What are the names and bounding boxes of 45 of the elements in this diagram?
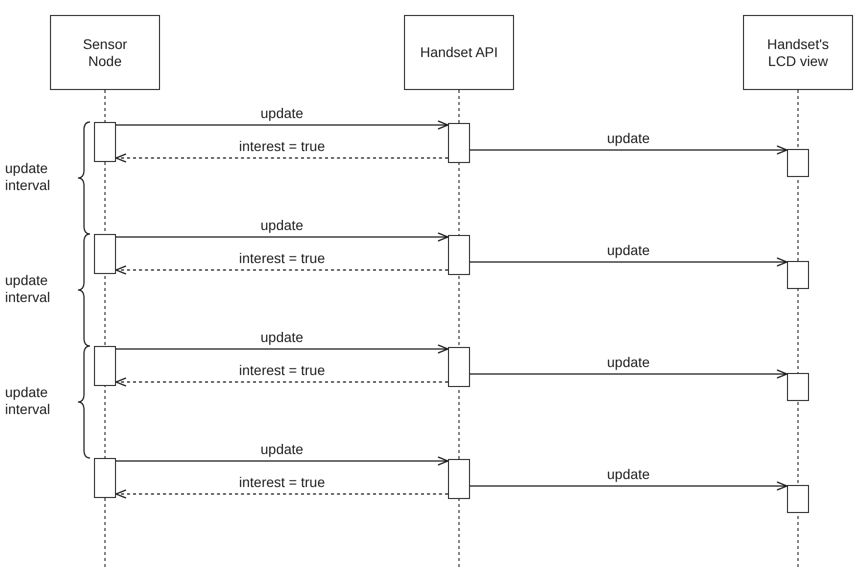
edge-label: interest = true — [237, 362, 327, 378]
bracket-label: update interval — [5, 272, 52, 306]
participant-box — [404, 15, 514, 90]
activation-bar — [448, 459, 470, 499]
edge-label: interest = true — [237, 250, 327, 266]
arrow — [470, 257, 788, 267]
arrow — [470, 481, 788, 491]
edge-label: interest = true — [237, 138, 327, 154]
activation-bar — [787, 373, 809, 401]
participant-label: Handset API — [419, 44, 499, 61]
participant-label: Sensor Node — [82, 36, 128, 70]
arrow — [470, 369, 788, 379]
participant-label: Handset's LCD view — [766, 36, 830, 70]
return-arrow — [115, 489, 448, 499]
bracket-label: update interval — [5, 160, 52, 194]
arrow — [116, 456, 449, 466]
activation-bar — [94, 458, 116, 498]
participant-box — [50, 15, 160, 90]
activation-bar — [787, 261, 809, 289]
return-arrow — [115, 377, 448, 387]
bracket-label: update interval — [5, 384, 52, 418]
edge-label: update — [258, 105, 306, 121]
return-arrow — [115, 153, 448, 163]
participant-box — [743, 15, 853, 90]
activation-bar — [448, 235, 470, 275]
activation-bar — [448, 347, 470, 387]
edge-label: update — [605, 354, 652, 370]
activation-bar — [94, 234, 116, 274]
activation-bar — [448, 123, 470, 163]
edge-label: update — [605, 130, 652, 146]
activation-bar — [787, 149, 809, 177]
arrow — [116, 120, 449, 130]
edge-label: update — [258, 329, 306, 345]
edge-label: update — [258, 441, 306, 457]
arrow — [116, 344, 449, 354]
arrow — [470, 145, 788, 155]
arrow — [116, 232, 449, 242]
activation-bar — [94, 346, 116, 386]
edge-label: interest = true — [237, 474, 327, 490]
activation-bar — [94, 122, 116, 162]
edge-label: update — [605, 466, 652, 482]
edge-label: update — [258, 217, 306, 233]
return-arrow — [115, 265, 448, 275]
edge-label: update — [605, 242, 652, 258]
activation-bar — [787, 485, 809, 513]
